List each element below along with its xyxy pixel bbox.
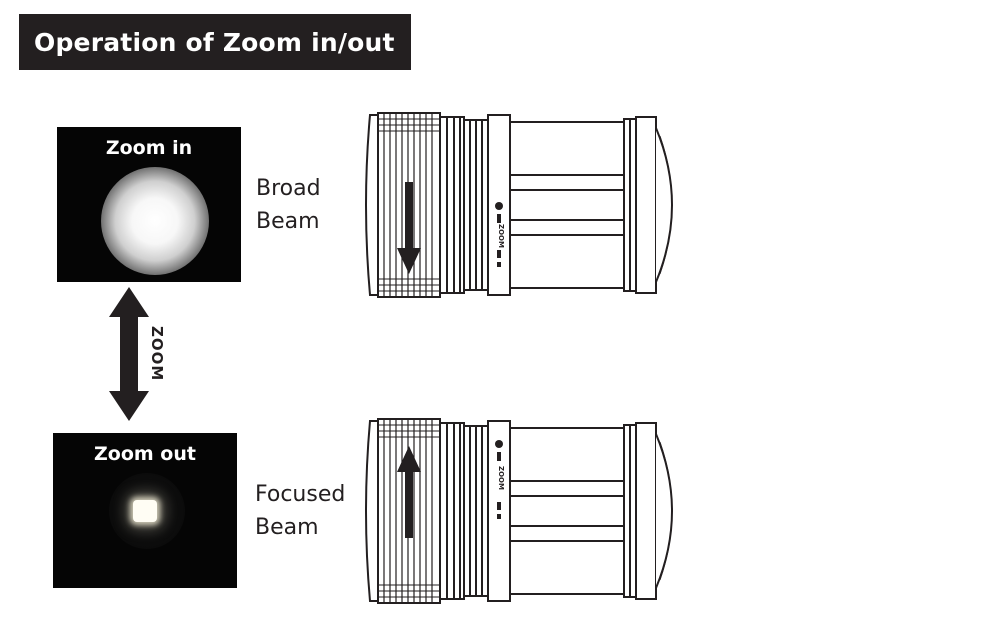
focused-beam-photo: Zoom out — [53, 433, 237, 588]
barrel-zoom-marking: ZOOM — [497, 224, 505, 248]
barrel-markings: ZOOM — [495, 440, 505, 519]
ring-direction-arrow-down — [397, 182, 421, 274]
title-bar: Operation of Zoom in/out — [19, 14, 411, 70]
zoom-out-label: Zoom out — [94, 443, 196, 465]
broad-beam-label-line2: Beam — [256, 209, 320, 234]
knurl-lines — [378, 118, 440, 292]
barrel-markings: ZOOM — [495, 202, 505, 267]
flashlight-head-broad: ZOOM — [365, 112, 673, 298]
zoom-arrow-label: ZOOM — [148, 326, 166, 382]
focused-beam-spot — [133, 500, 157, 522]
broad-beam-label: Broad Beam — [256, 172, 321, 238]
focused-beam-label: Focused Beam — [255, 478, 345, 544]
broad-beam-photo: Zoom in — [57, 127, 241, 282]
zoom-in-label: Zoom in — [105, 137, 193, 159]
barrel-zoom-marking: ZOOM — [497, 466, 505, 490]
diagram-title: Operation of Zoom in/out — [34, 27, 395, 57]
broad-beam-glow — [101, 167, 209, 275]
broad-beam-label-line1: Broad — [256, 176, 321, 201]
flashlight-head-focused: ZOOM — [365, 418, 673, 604]
double-arrow-icon — [109, 287, 149, 421]
ring-direction-arrow-up — [397, 446, 421, 538]
focused-beam-label-line1: Focused — [255, 482, 346, 507]
focused-beam-label-line2: Beam — [255, 515, 319, 540]
